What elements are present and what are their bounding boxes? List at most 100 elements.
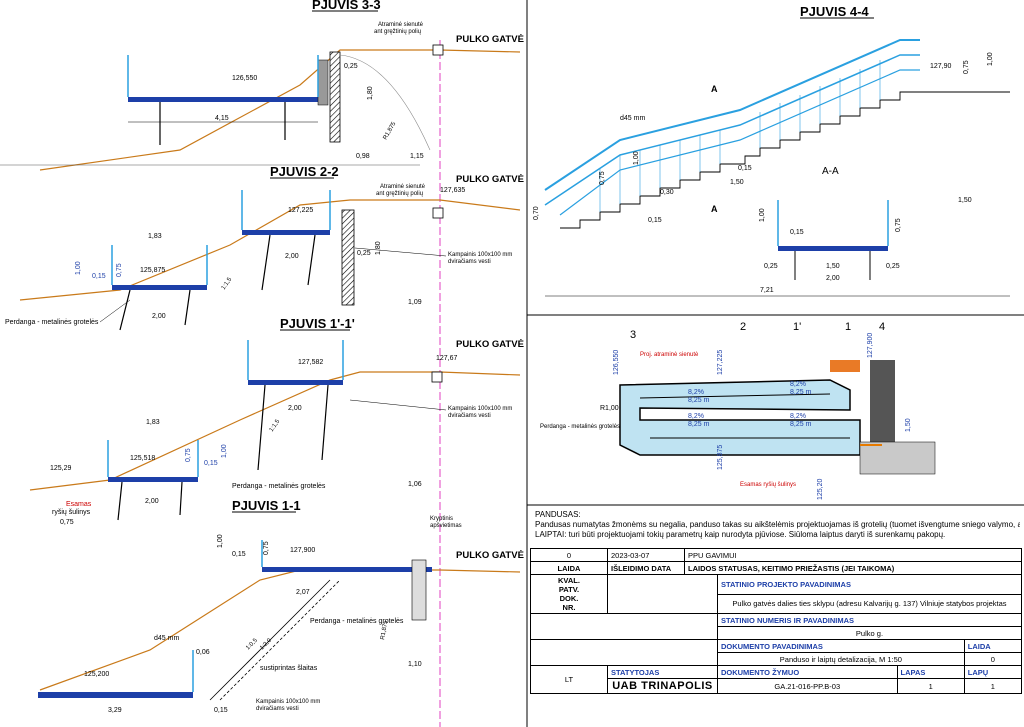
svg-text:0,98: 0,98: [356, 153, 370, 160]
svg-text:127,225: 127,225: [717, 350, 724, 375]
retaining-wall: [329, 51, 341, 143]
svg-text:1,80: 1,80: [367, 86, 374, 100]
svg-text:2,00: 2,00: [288, 405, 302, 412]
svg-text:0,75: 0,75: [599, 171, 606, 185]
notes-title: PANDUSAS:: [535, 510, 581, 519]
svg-text:0,15: 0,15: [738, 165, 752, 172]
svg-text:0,75: 0,75: [60, 519, 74, 526]
svg-text:sustiprintas šlaitas: sustiprintas šlaitas: [260, 665, 318, 672]
svg-text:0,15: 0,15: [790, 229, 804, 236]
svg-text:PULKO GATVĖ: PULKO GATVĖ: [456, 339, 524, 350]
svg-text:0,15: 0,15: [214, 707, 228, 714]
notes-line-1: Pandusas numatytas žmonėms su negalia, p…: [535, 520, 1020, 529]
svg-text:8,2%: 8,2%: [688, 413, 704, 420]
baluster-group: [599, 60, 881, 212]
svg-text:4,15: 4,15: [215, 115, 229, 122]
svg-text:0,75: 0,75: [116, 263, 123, 277]
ramp-plan-shape: [619, 379, 861, 456]
ramp-deck-high: [242, 230, 330, 235]
svg-text:125,200: 125,200: [84, 671, 109, 678]
svg-text:Kampainis 100x100 mm: Kampainis 100x100 mm: [448, 252, 512, 258]
svg-text:Esamas: Esamas: [66, 501, 92, 508]
section-2-2: PJUVIS 2-2 PULKO GATVĖ Atraminė sienutė …: [5, 164, 524, 331]
svg-text:1,09: 1,09: [408, 299, 422, 306]
svg-text:1,00: 1,00: [987, 52, 994, 66]
svg-text:1': 1': [793, 321, 801, 333]
svg-text:1:1,5: 1:1,5: [221, 276, 234, 291]
notes: PANDUSAS: Pandusas numatytas žmonėms su …: [535, 510, 1020, 540]
svg-text:d45 mm: d45 mm: [154, 635, 179, 642]
svg-text:127,900: 127,900: [867, 333, 874, 358]
svg-text:8,2%: 8,2%: [790, 381, 806, 388]
svg-text:0,15: 0,15: [648, 217, 662, 224]
svg-text:1,50: 1,50: [958, 197, 972, 204]
svg-text:1,50: 1,50: [730, 179, 744, 186]
svg-text:Perdanga - metalinės grotelės: Perdanga - metalinės grotelės: [540, 424, 620, 430]
svg-text:2: 2: [740, 321, 746, 333]
svg-text:126,550: 126,550: [232, 75, 257, 82]
svg-text:127,900: 127,900: [290, 547, 315, 554]
section-title: PJUVIS 1'-1': [280, 316, 355, 331]
svg-text:0,25: 0,25: [357, 250, 371, 257]
svg-text:1,10: 1,10: [408, 661, 422, 668]
svg-text:2,07: 2,07: [296, 589, 310, 596]
svg-text:1,00: 1,00: [221, 444, 228, 458]
svg-text:dviračiams vesti: dviračiams vesti: [448, 259, 491, 265]
svg-text:0,75: 0,75: [963, 60, 970, 74]
svg-text:125,29: 125,29: [50, 465, 72, 472]
svg-text:0,75: 0,75: [263, 541, 270, 555]
svg-text:A: A: [711, 204, 718, 214]
svg-text:Perdanga - metalinės grotelės: Perdanga - metalinės grotelės: [310, 618, 404, 625]
section-4-4: PJUVIS 4-4 127,90 d45 mm A-A A A 0,75 1,…: [533, 4, 1010, 297]
section-1-1: PJUVIS 1-1 PULKO GATVĖ 127,900 125,200 1…: [38, 498, 524, 714]
svg-text:8,25 m: 8,25 m: [790, 421, 812, 428]
svg-text:127,635: 127,635: [440, 187, 465, 194]
svg-text:0,30: 0,30: [660, 189, 674, 196]
section-title: PJUVIS 1-1: [232, 498, 301, 513]
section-title: PJUVIS 3-3: [312, 0, 381, 12]
svg-text:8,25 m: 8,25 m: [688, 421, 710, 428]
svg-text:0,06: 0,06: [196, 649, 210, 656]
section-3-3: PJUVIS 3-3 PULKO GATVĖ Atraminė sienutė …: [0, 0, 524, 171]
svg-text:3,29: 3,29: [108, 707, 122, 714]
svg-text:d45 mm: d45 mm: [620, 115, 645, 122]
svg-text:8,25 m: 8,25 m: [790, 389, 812, 396]
notes-line-2: LAIPTAI: turi būti projektuojami tokių p…: [535, 530, 946, 539]
svg-text:2,00: 2,00: [145, 498, 159, 505]
svg-text:2,00: 2,00: [826, 275, 840, 282]
svg-text:Perdanga - metalinės grotelės: Perdanga - metalinės grotelės: [232, 483, 326, 490]
svg-text:7,21: 7,21: [760, 287, 774, 294]
svg-text:Kampainis 100x100 mm: Kampainis 100x100 mm: [256, 699, 320, 705]
svg-text:8,2%: 8,2%: [790, 413, 806, 420]
svg-text:R1,875: R1,875: [383, 121, 398, 141]
section-title: PJUVIS 2-2: [270, 164, 339, 179]
svg-text:1:0,5: 1:0,5: [245, 637, 259, 651]
svg-text:1,83: 1,83: [146, 419, 160, 426]
svg-text:0,25: 0,25: [344, 63, 358, 70]
svg-text:1,80: 1,80: [375, 241, 382, 255]
svg-text:Proj. atraminė sienutė: Proj. atraminė sienutė: [640, 352, 699, 358]
svg-text:0,75: 0,75: [895, 218, 902, 232]
svg-text:1,00: 1,00: [633, 151, 640, 165]
svg-text:2,00: 2,00: [285, 253, 299, 260]
svg-text:dviračiams vesti: dviračiams vesti: [448, 413, 491, 419]
svg-text:4: 4: [879, 321, 885, 333]
svg-text:apšvietimas: apšvietimas: [430, 523, 462, 529]
svg-text:R1,00: R1,00: [600, 405, 619, 412]
svg-text:Perdanga - metalinės grotelės: Perdanga - metalinės grotelės: [5, 319, 99, 326]
title-block: 0 2023-03-07 PPU GAVIMUI LAIDA IŠLEIDIMO…: [530, 548, 1023, 694]
svg-text:Atraminė sienutė: Atraminė sienutė: [378, 22, 424, 28]
svg-text:0,15: 0,15: [232, 551, 246, 558]
plan-view: 3 2 1' 1 4 Proj. atraminė sienutė Perdan…: [540, 321, 936, 500]
svg-text:1:1,5: 1:1,5: [269, 418, 282, 433]
svg-text:0,75: 0,75: [185, 448, 192, 462]
svg-text:127,90: 127,90: [930, 63, 952, 70]
svg-text:125,875: 125,875: [717, 445, 724, 470]
svg-text:1,50: 1,50: [905, 418, 912, 432]
section-1p-1p: PJUVIS 1'-1' PULKO GATVĖ 127,67 127,582 …: [29, 316, 524, 526]
svg-text:Kampainis 100x100 mm: Kampainis 100x100 mm: [448, 406, 512, 412]
svg-text:1,00: 1,00: [75, 261, 82, 275]
svg-text:127,67: 127,67: [436, 355, 458, 362]
ramp-deck-low: [112, 285, 207, 290]
svg-text:0,25: 0,25: [764, 263, 778, 270]
